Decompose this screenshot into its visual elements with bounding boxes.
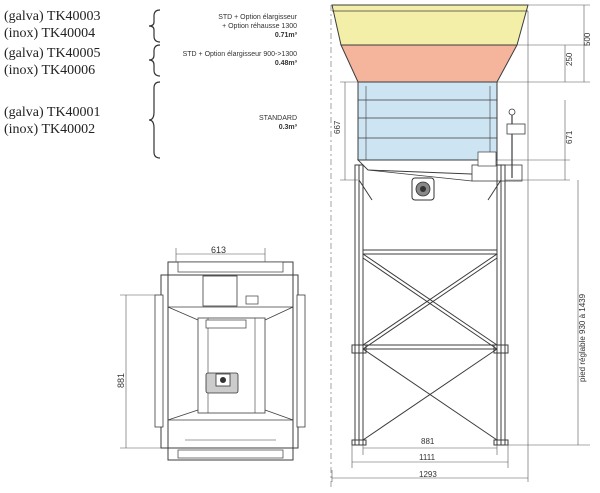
option-widener-volume: 0.48m³: [274, 60, 297, 67]
dim-top-width: 613: [211, 245, 226, 255]
ref-galva-widener: (galva) TK40005: [4, 46, 101, 61]
option-label-extension: STD + Option élargisseur + Option réhaus…: [218, 13, 297, 40]
option-extension-line2: + Option réhausse 1300: [222, 23, 297, 30]
option-extension-volume: 0.71m³: [274, 32, 297, 39]
leg-right: [496, 164, 506, 446]
option-standard-line1: STANDARD: [259, 115, 297, 122]
ref-galva-standard: (galva) TK40001: [4, 105, 101, 120]
ref-galva-extension: (galva) TK40003: [4, 9, 101, 24]
outlet-gate: [477, 151, 497, 167]
outlet-box: [471, 164, 523, 182]
dim-total-width: 1293: [419, 470, 437, 479]
dim-leg-label: pied réglable 930 à 1439: [578, 293, 587, 382]
brace-widener: [148, 44, 161, 77]
option-label-widener: STD + Option élargisseur 900->1300 0.48m…: [183, 50, 297, 68]
support-frame: [351, 164, 509, 446]
lever-mount: [506, 123, 526, 135]
dim-height-left: 667: [333, 120, 342, 134]
ref-group-standard: (galva) TK40001 (inox) TK40002: [4, 104, 101, 138]
brace-standard: [148, 81, 161, 159]
ref-inox-widener: (inox) TK40006: [4, 63, 96, 78]
plan-motor-icon: [205, 372, 239, 394]
dim-inner-width: 881: [421, 437, 435, 446]
option-label-standard: STANDARD 0.3m³: [259, 114, 297, 132]
vibrator-motor-icon: [411, 177, 435, 201]
lever-knob-icon: [508, 108, 516, 116]
dim-widener-height: 250: [565, 52, 574, 66]
dim-top-depth: 881: [116, 373, 126, 388]
dimension-lines: [331, 4, 590, 482]
top-plan-view: [154, 261, 306, 461]
option-standard-volume: 0.3m³: [278, 124, 297, 131]
dim-extension-height: 500: [583, 32, 592, 46]
dim-mid-width: 1111: [419, 453, 436, 462]
ref-inox-extension: (inox) TK40004: [4, 26, 96, 41]
plan-dimension-lines: [120, 248, 266, 449]
ref-inox-standard: (inox) TK40002: [4, 122, 96, 137]
brace-extension: [148, 9, 161, 43]
ref-group-extension: (galva) TK40003 (inox) TK40004: [4, 8, 101, 42]
ref-group-widener: (galva) TK40005 (inox) TK40006: [4, 45, 101, 79]
option-widener-line1: STD + Option élargisseur 900->1300: [182, 51, 297, 58]
option-extension-line1: STD + Option élargisseur: [218, 14, 297, 21]
hopper-bottom: [356, 159, 498, 176]
hopper-extension: [331, 4, 529, 46]
bottom-slope: [367, 169, 473, 182]
hopper-standard: [357, 81, 498, 161]
leg-left: [354, 164, 364, 446]
hopper-widener: [340, 44, 518, 83]
dim-height-right: 671: [565, 130, 574, 144]
